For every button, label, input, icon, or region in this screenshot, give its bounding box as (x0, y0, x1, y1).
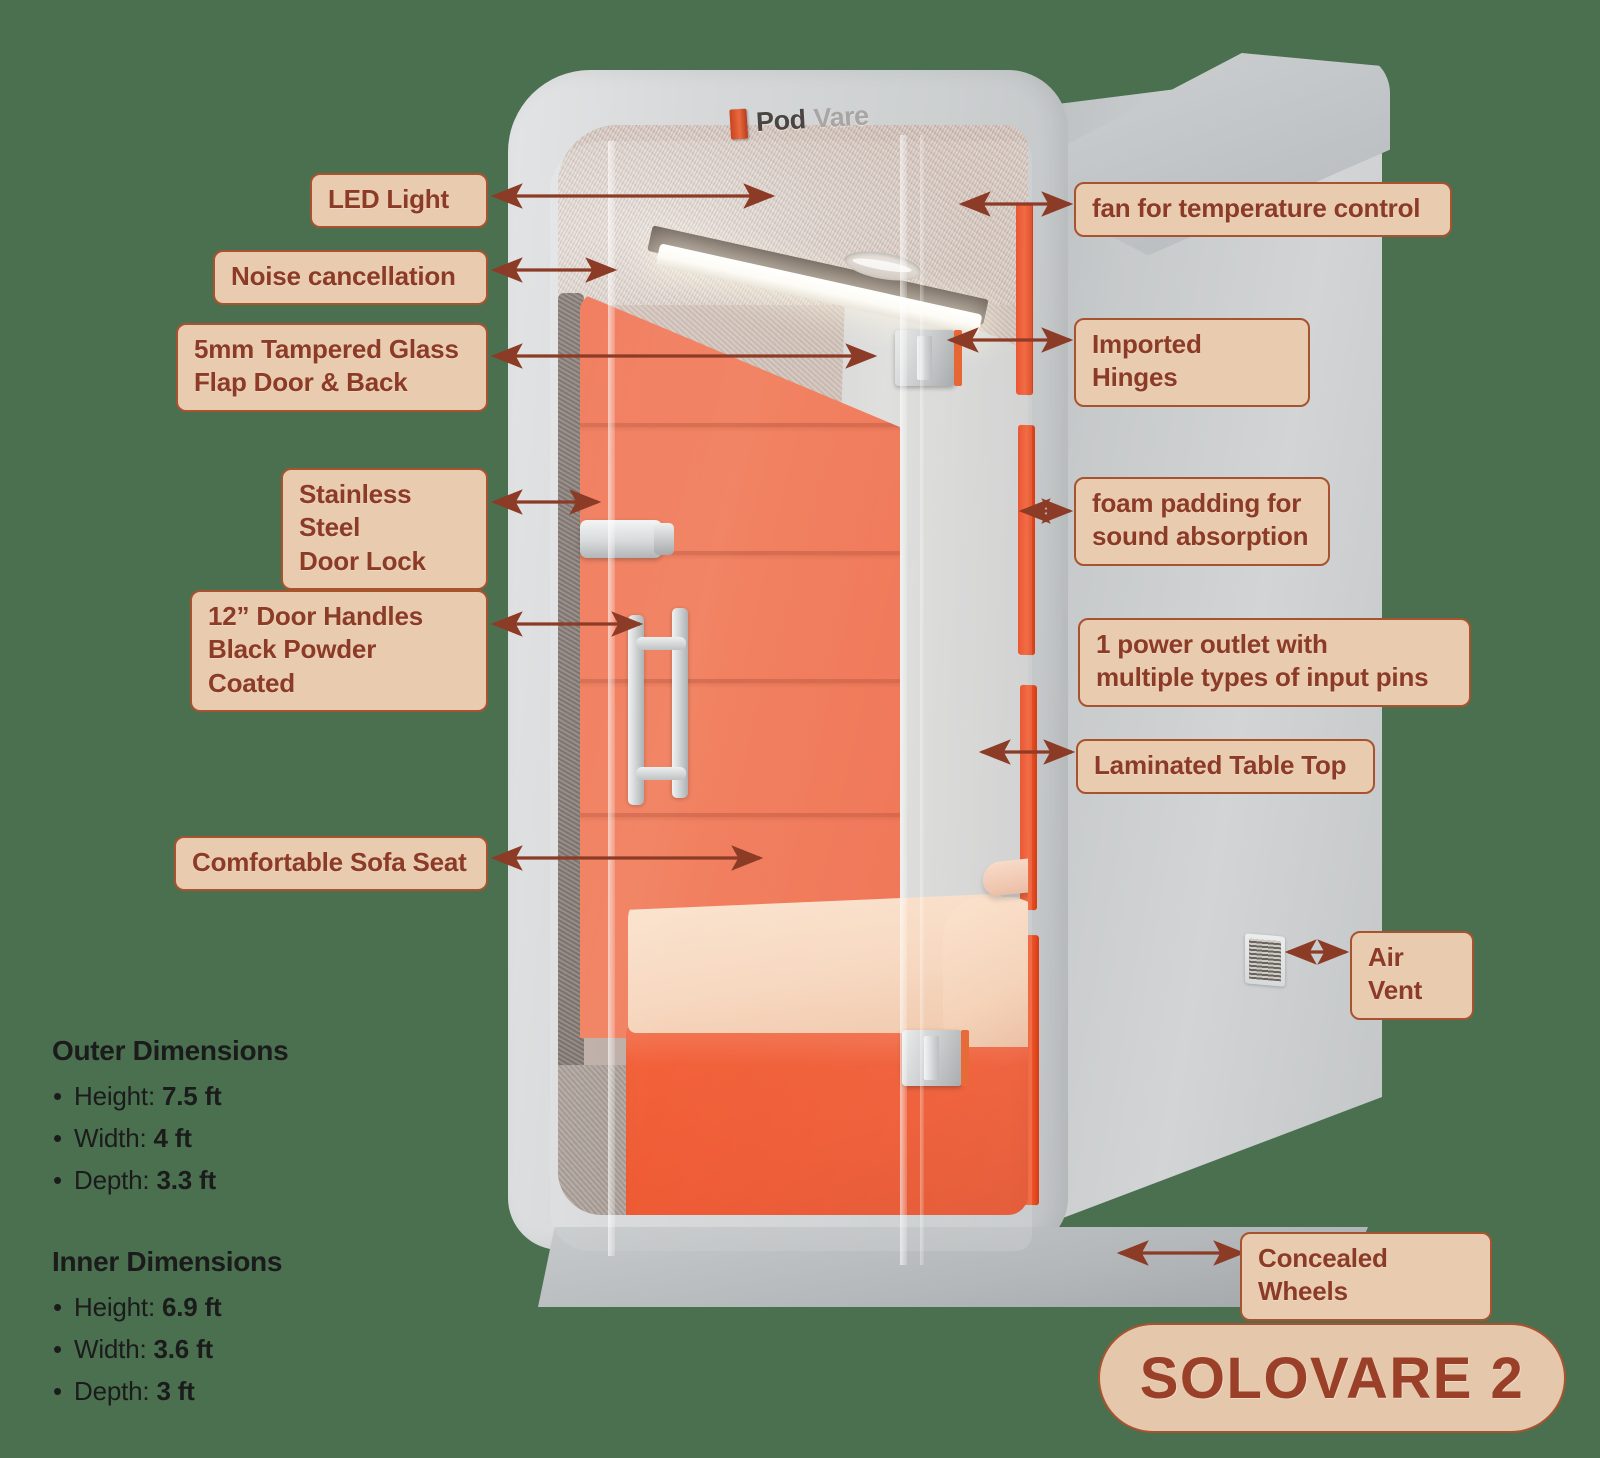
dimension-value: 3 ft (156, 1376, 195, 1406)
door-handle-bar (672, 608, 688, 798)
inner-dimensions-list: Height: 6.9 ft Width: 3.6 ft Depth: 3 ft (52, 1292, 288, 1407)
callout-table-top[interactable]: Laminated Table Top (1076, 739, 1375, 795)
callout-noise-cancellation[interactable]: Noise cancellation (213, 250, 488, 306)
panel-seam (580, 423, 900, 427)
callout-led-light[interactable]: LED Light (310, 173, 488, 229)
dimension-value: 3.6 ft (153, 1334, 214, 1364)
dimension-label: Height: (74, 1081, 155, 1111)
callout-foam-padding[interactable]: foam padding for sound absorption (1074, 477, 1330, 566)
inner-dimensions-title: Inner Dimensions (52, 1246, 283, 1277)
acoustic-felt-strip (558, 293, 584, 1198)
brand-name-second: Vare (812, 99, 870, 134)
dimension-item: Depth: 3.3 ft (53, 1165, 288, 1196)
panel-seam (580, 813, 900, 817)
callout-fan[interactable]: fan for temperature control (1074, 182, 1452, 238)
door-handle-mount (636, 637, 686, 650)
dimensions-block: Outer Dimensions Height: 7.5 ft Width: 4… (52, 1035, 289, 1418)
dimension-label: Depth: (74, 1376, 150, 1406)
dimension-item: Height: 6.9 ft (53, 1292, 288, 1323)
callout-hinges[interactable]: Imported Hinges (1074, 318, 1310, 407)
dimension-label: Width: (74, 1334, 147, 1364)
sofa-armrest (943, 897, 1028, 1047)
interior-edge-strip (1018, 424, 1035, 656)
dimension-label: Depth: (74, 1165, 150, 1195)
callout-tampered-glass[interactable]: 5mm Tampered Glass Flap Door & Back (176, 323, 488, 412)
product-name-badge: SOLOVARE 2 (1098, 1323, 1566, 1433)
callout-door-handles[interactable]: 12” Door Handles Black Powder Coated (190, 590, 488, 712)
stainless-steel-door-lock-icon (580, 520, 674, 558)
callout-door-lock[interactable]: Stainless Steel Door Lock (281, 468, 488, 590)
glass-edge-highlight (608, 141, 615, 1256)
pod-bar-icon (729, 108, 749, 140)
outer-dimensions-list: Height: 7.5 ft Width: 4 ft Depth: 3.3 ft (52, 1081, 288, 1196)
dimension-value: 3.3 ft (156, 1165, 216, 1195)
callout-air-vent[interactable]: Air Vent (1350, 931, 1474, 1020)
glass-edge-highlight (920, 135, 924, 1265)
door-hinge-bottom-icon (902, 1030, 969, 1086)
outer-dimensions-title: Outer Dimensions (52, 1035, 289, 1066)
dimension-item: Height: 7.5 ft (53, 1081, 288, 1112)
panel-seam (580, 679, 900, 683)
callout-concealed-wheels[interactable]: Concealed Wheels (1240, 1232, 1492, 1321)
callout-sofa-seat[interactable]: Comfortable Sofa Seat (174, 836, 488, 892)
dimension-value: 4 ft (153, 1123, 192, 1153)
interior-edge-strip (1016, 202, 1033, 396)
dimension-label: Height: (74, 1292, 155, 1322)
air-vent-grille-icon (1245, 933, 1285, 987)
dimension-value: 6.9 ft (162, 1292, 222, 1322)
door-handle-bar (628, 615, 644, 805)
door-handle-mount (636, 767, 686, 780)
brand-name-first: Pod (755, 103, 807, 137)
dimension-value: 7.5 ft (162, 1081, 222, 1111)
panel-seam (580, 551, 900, 555)
glass-edge-highlight (900, 135, 907, 1265)
product-name: SOLOVARE 2 (1139, 1345, 1525, 1411)
dimension-item: Width: 3.6 ft (53, 1334, 288, 1365)
callout-power-outlet[interactable]: 1 power outlet with multiple types of in… (1078, 618, 1471, 707)
dimension-item: Width: 4 ft (53, 1123, 288, 1154)
dimension-label: Width: (74, 1123, 147, 1153)
dimension-item: Depth: 3 ft (53, 1376, 288, 1407)
